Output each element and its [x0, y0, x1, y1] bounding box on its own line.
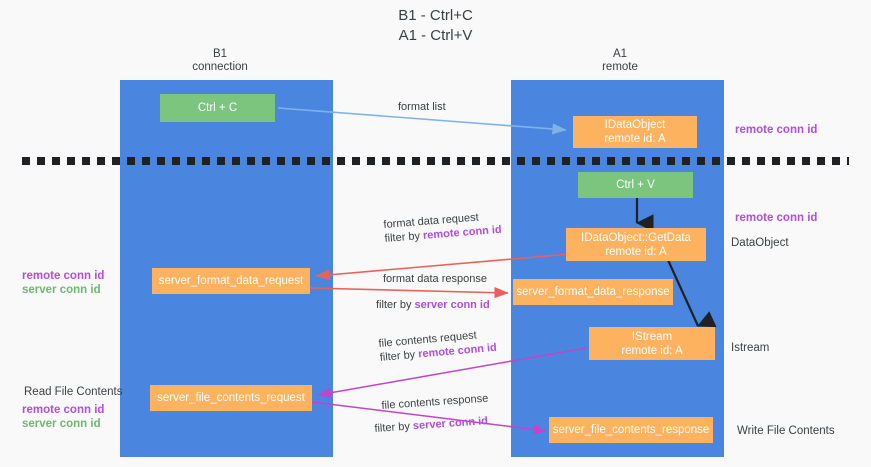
node-server-format-data-request[interactable]: server_format_data_request	[152, 268, 310, 294]
column-header-a1: A1 remote	[520, 48, 720, 74]
filter-key-server-conn-id: server conn id	[414, 299, 490, 311]
connector-getdata-istream	[666, 259, 717, 328]
title-line-1: B1 - Ctrl+C	[398, 7, 473, 24]
node-ctrl-v[interactable]: Ctrl + V	[578, 172, 693, 198]
note-left-server-conn-id-bottom: server conn id	[22, 418, 101, 430]
arrow-label-format-list-text: format list	[398, 101, 446, 113]
node-ctrl-c[interactable]: Ctrl + C	[160, 94, 275, 122]
column-header-b1-sub: connection	[192, 61, 248, 73]
node-ctrl-c-label: Ctrl + C	[197, 102, 238, 114]
node-server-file-contents-request[interactable]: server_file_contents_request	[150, 385, 312, 411]
note-left-remote-conn-id-mid: remote conn id	[22, 270, 105, 282]
node-server-format-data-response[interactable]: server_format_data_response	[513, 279, 673, 305]
arrow-label-format-data-response-filter: filter by server conn id	[376, 298, 490, 312]
connector-format-list	[277, 107, 567, 135]
node-istream[interactable]: IStream remote id: A	[589, 327, 715, 360]
column-header-b1-name: B1	[212, 48, 228, 60]
note-remote-conn-id-top: remote conn id	[735, 124, 818, 136]
note-dataobject: DataObject	[731, 237, 789, 249]
filter-prefix: filter by	[374, 420, 414, 435]
node-idataobject-line2: remote id: A	[604, 133, 666, 145]
arrow-label-format-data-response-text: format data response	[383, 273, 487, 285]
node-idataobject-line1: IDataObject	[604, 119, 666, 131]
node-ctrl-v-label: Ctrl + V	[616, 179, 655, 191]
arrow-label-format-list: format list	[398, 100, 446, 114]
connector-file-contents-response	[311, 401, 547, 435]
page-title: B1 - Ctrl+C A1 - Ctrl+V	[0, 6, 871, 46]
column-header-a1-name: A1	[612, 48, 628, 60]
note-write-file-contents: Write File Contents	[737, 425, 835, 437]
node-getdata[interactable]: IDataObject::GetData remote id: A	[566, 228, 706, 261]
node-server-format-data-response-label: server_format_data_response	[516, 286, 670, 298]
column-header-a1-sub: remote	[602, 61, 638, 73]
title-line-2: A1 - Ctrl+V	[398, 27, 473, 44]
note-remote-conn-id-mid: remote conn id	[735, 212, 818, 224]
connector-format-data-request	[315, 253, 571, 281]
node-server-file-contents-response-label: server_file_contents_response	[552, 424, 710, 436]
note-left-remote-conn-id-bottom: remote conn id	[22, 404, 105, 416]
node-istream-line1: IStream	[631, 330, 673, 343]
connector-file-contents-request	[317, 347, 587, 398]
node-getdata-line1: IDataObject::GetData	[581, 231, 691, 244]
filter-prefix: filter by	[384, 229, 424, 245]
filter-prefix: filter by	[379, 348, 419, 364]
note-read-file-contents: Read File Contents	[24, 386, 123, 398]
filter-prefix: filter by	[376, 299, 415, 311]
node-istream-line2: remote id: A	[621, 344, 683, 357]
arrow-label-format-data-response: format data response	[383, 272, 487, 286]
node-getdata-line2: remote id: A	[605, 245, 667, 258]
node-server-format-data-request-label: server_format_data_request	[158, 275, 304, 287]
note-istream: Istream	[731, 342, 770, 354]
node-server-file-contents-response[interactable]: server_file_contents_response	[549, 417, 713, 443]
node-idataobject[interactable]: IDataObject remote id: A	[573, 116, 697, 148]
note-left-server-conn-id-mid: server conn id	[22, 284, 101, 296]
node-server-file-contents-request-label: server_file_contents_request	[157, 392, 305, 404]
connector-format-data-response	[309, 287, 509, 299]
column-header-b1: B1 connection	[130, 48, 310, 74]
phase-divider	[22, 157, 849, 165]
